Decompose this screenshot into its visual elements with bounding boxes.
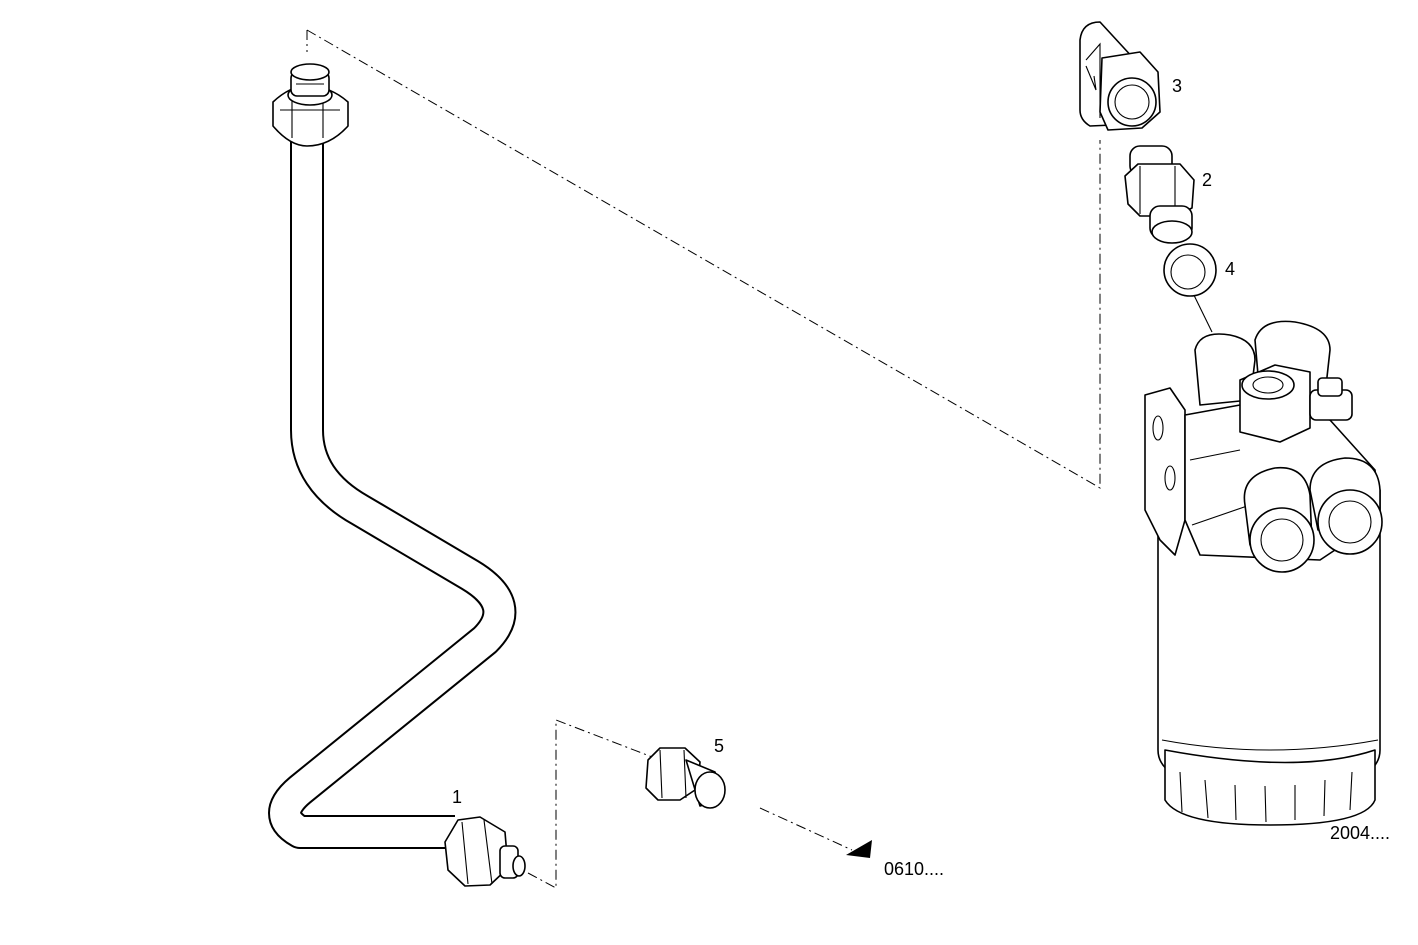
reference-arrow (846, 840, 872, 858)
callout-2: 2 (1202, 170, 1212, 190)
reference-2004: 2004.... (1330, 823, 1390, 843)
banjo-elbow (1079, 21, 1161, 131)
reference-0610: 0610.... (884, 859, 944, 879)
callout-4: 4 (1225, 259, 1235, 279)
seal-ring (1163, 243, 1217, 297)
callout-3: 3 (1172, 76, 1182, 96)
callout-1: 1 (452, 787, 462, 807)
hex-nipple (1124, 145, 1195, 244)
leader-lines (306, 29, 1213, 889)
callout-5: 5 (714, 736, 724, 756)
straight-nipple (645, 747, 726, 809)
fuel-filter (1144, 320, 1383, 826)
pipe-assembly (268, 63, 526, 887)
